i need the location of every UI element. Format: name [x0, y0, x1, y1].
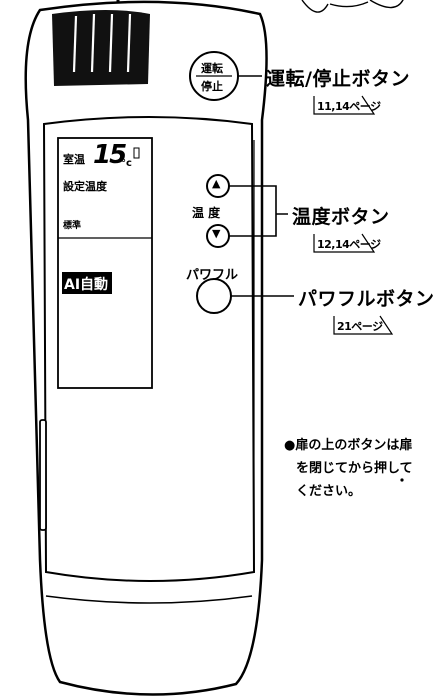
temp-pageref-box [313, 233, 376, 253]
powerful-callout-pages: 21ページ [337, 320, 383, 333]
lcd-temp-unit: °c [121, 158, 132, 169]
lcd-room-label: 室温 [63, 153, 85, 166]
powerful-button-label: パワフル [186, 268, 239, 283]
run-stop-button-label-top: 運転 [201, 62, 223, 75]
powerful-pageref-box [333, 315, 394, 335]
signal-indicator-icon [133, 147, 140, 159]
ir-emitter [52, 10, 150, 86]
lcd-ai-auto-label: AI自動 [64, 277, 109, 293]
temp-callout-pages: 12,14ページ [317, 238, 381, 251]
ai-auto-box [62, 272, 112, 294]
hand-outline [301, 0, 404, 13]
door-hinge [39, 419, 47, 531]
temp-button-label: 温 度 [192, 206, 221, 220]
temp-callout-title: 温度ボタン [292, 206, 390, 228]
lcd-room-temp: 15 [93, 140, 127, 170]
temp-up-icon: ▲ [212, 177, 221, 190]
stray-dot [400, 478, 404, 482]
temp-down-icon: ▼ [212, 227, 221, 240]
door-note-line-1: ●扉の上のボタンは扉 [284, 438, 413, 453]
door-note-line-3: ください。 [296, 484, 362, 499]
lcd-mode-label: 標準 [63, 221, 82, 231]
ir-emitter-ribs [72, 13, 132, 73]
door-note-line-2: を閉じてから押して [296, 461, 413, 476]
powerful-button[interactable] [196, 278, 232, 314]
run-stop-callout-pages: 11,14ページ [317, 100, 381, 113]
temp-bracket [229, 185, 288, 237]
powerful-callout-title: パワフルボタン [298, 288, 435, 310]
lcd-set-temp-label: 設定温度 [63, 180, 107, 193]
run-stop-callout-title: 運転/停止ボタン [266, 68, 410, 90]
run-stop-button-label-bottom: 停止 [201, 80, 223, 93]
remote-bottom-curve [45, 595, 253, 604]
run-stop-pageref-box [313, 95, 376, 115]
lcd-panel [57, 137, 153, 389]
